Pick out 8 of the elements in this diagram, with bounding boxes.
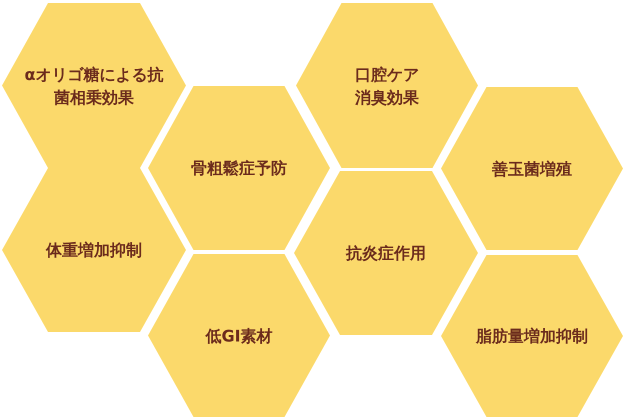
hexagon-label: 脂肪量増加抑制 bbox=[476, 326, 588, 348]
hexagon-label: αオリゴ糖による抗菌相乗効果 bbox=[24, 64, 164, 108]
hexagon-label: 低GI素材 bbox=[205, 325, 273, 347]
hexagon-label: 抗炎症作用 bbox=[346, 242, 426, 264]
hexagon-label: 骨粗鬆症予防 bbox=[191, 158, 287, 180]
hexagon-label: 体重増加抑制 bbox=[46, 240, 142, 262]
hexagon-label: 口腔ケア消臭効果 bbox=[354, 64, 420, 108]
hexagon-label: 善玉菌増殖 bbox=[492, 158, 572, 180]
